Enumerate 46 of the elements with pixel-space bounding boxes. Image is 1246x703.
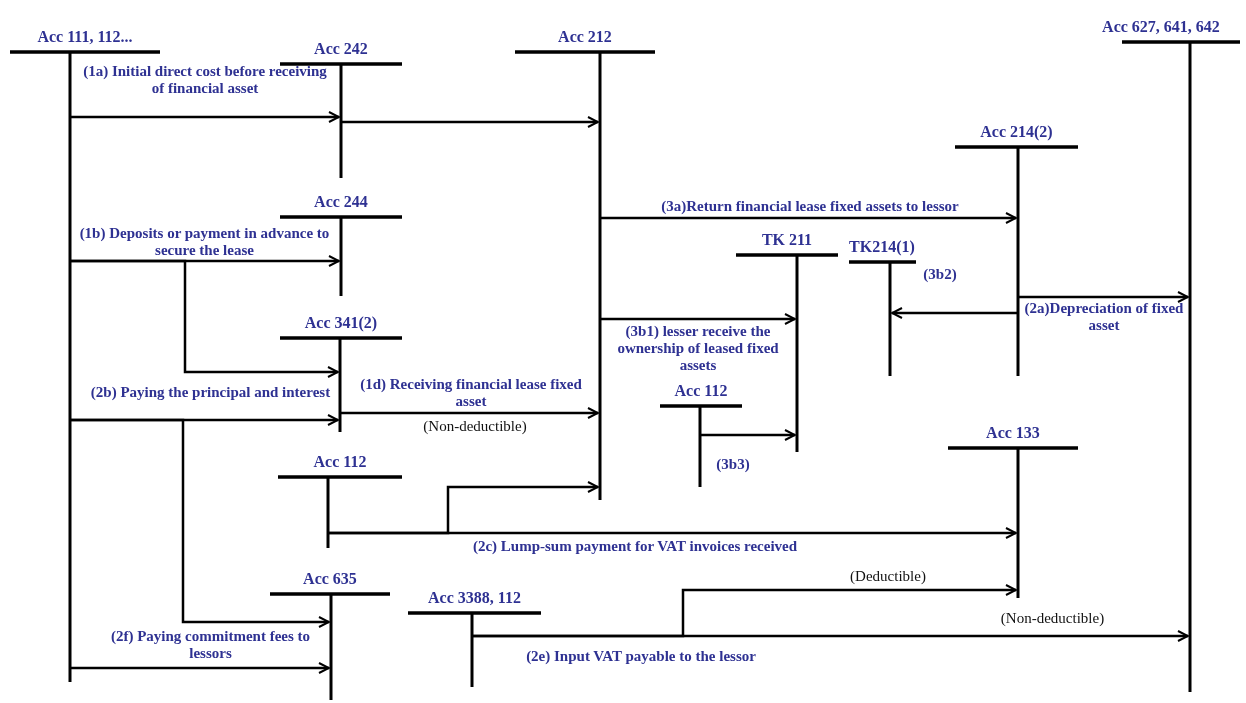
edge-label: (Deductible) [849,568,927,585]
edge-label: (2f) Paying commitment fees to lessors [109,628,312,662]
account-title: TK 211 [760,230,814,250]
edge-label: (1b) Deposits or payment in advance to secure the lease [78,225,331,259]
edge-label: (2b) Paying the principal and interest [89,384,332,401]
t-account [278,453,402,548]
t-account [846,238,918,376]
account-title: Acc 112 [673,381,729,401]
arrow [1018,291,1189,303]
account-title: Acc 214(2) [979,122,1054,142]
edge-label: (1a) Initial direct cost before receiving of financial asset [82,63,328,97]
note-text: (Non-deductible) [999,610,1106,627]
account-title: Acc 111, 112... [36,27,134,47]
edge-label: (3b1) lesser receive the ownership of leased fixed assets [616,323,780,374]
edge-label: (1d) Receiving financial lease fixed asset [359,376,583,410]
edge-label: (2e) Input VAT payable to the lessor [525,648,757,665]
arrow [70,418,330,628]
edge-label: (3a)Return financial lease fixed assets to lessor [660,198,960,215]
edge-label: (3b2) [922,266,958,283]
arrow [600,212,1017,224]
account-title: Acc 3388, 112 [427,588,522,608]
account-title: Acc 635 [302,569,358,589]
account-title: TK214(1) [848,237,916,257]
arrow [700,429,796,441]
account-title: Acc 627, 641, 642 [1101,17,1221,37]
arrow [600,313,796,325]
note-text: (Non-deductible) [422,418,528,435]
t-account [270,570,390,700]
account-title: Acc 341(2) [303,313,379,333]
arrow [70,662,330,674]
account-title: Acc 212 [557,27,613,47]
arrow [341,116,599,128]
arrow [70,259,339,378]
edge-label: (3b3) [715,456,751,473]
arrow [70,111,340,123]
account-title: Acc 244 [313,192,369,212]
arrow [340,407,599,419]
t-account [948,424,1078,598]
account-title: Acc 112 [312,452,368,472]
arrow [891,307,1018,319]
edge-label: (2a)Depreciation of fixed asset [1023,300,1185,334]
arrow [472,630,1189,642]
account-title: Acc 242 [313,39,369,59]
arrow [328,481,599,535]
account-title: Acc 133 [985,423,1041,443]
edge-label: (2c) Lump-sum payment for VAT invoices received [471,538,799,555]
